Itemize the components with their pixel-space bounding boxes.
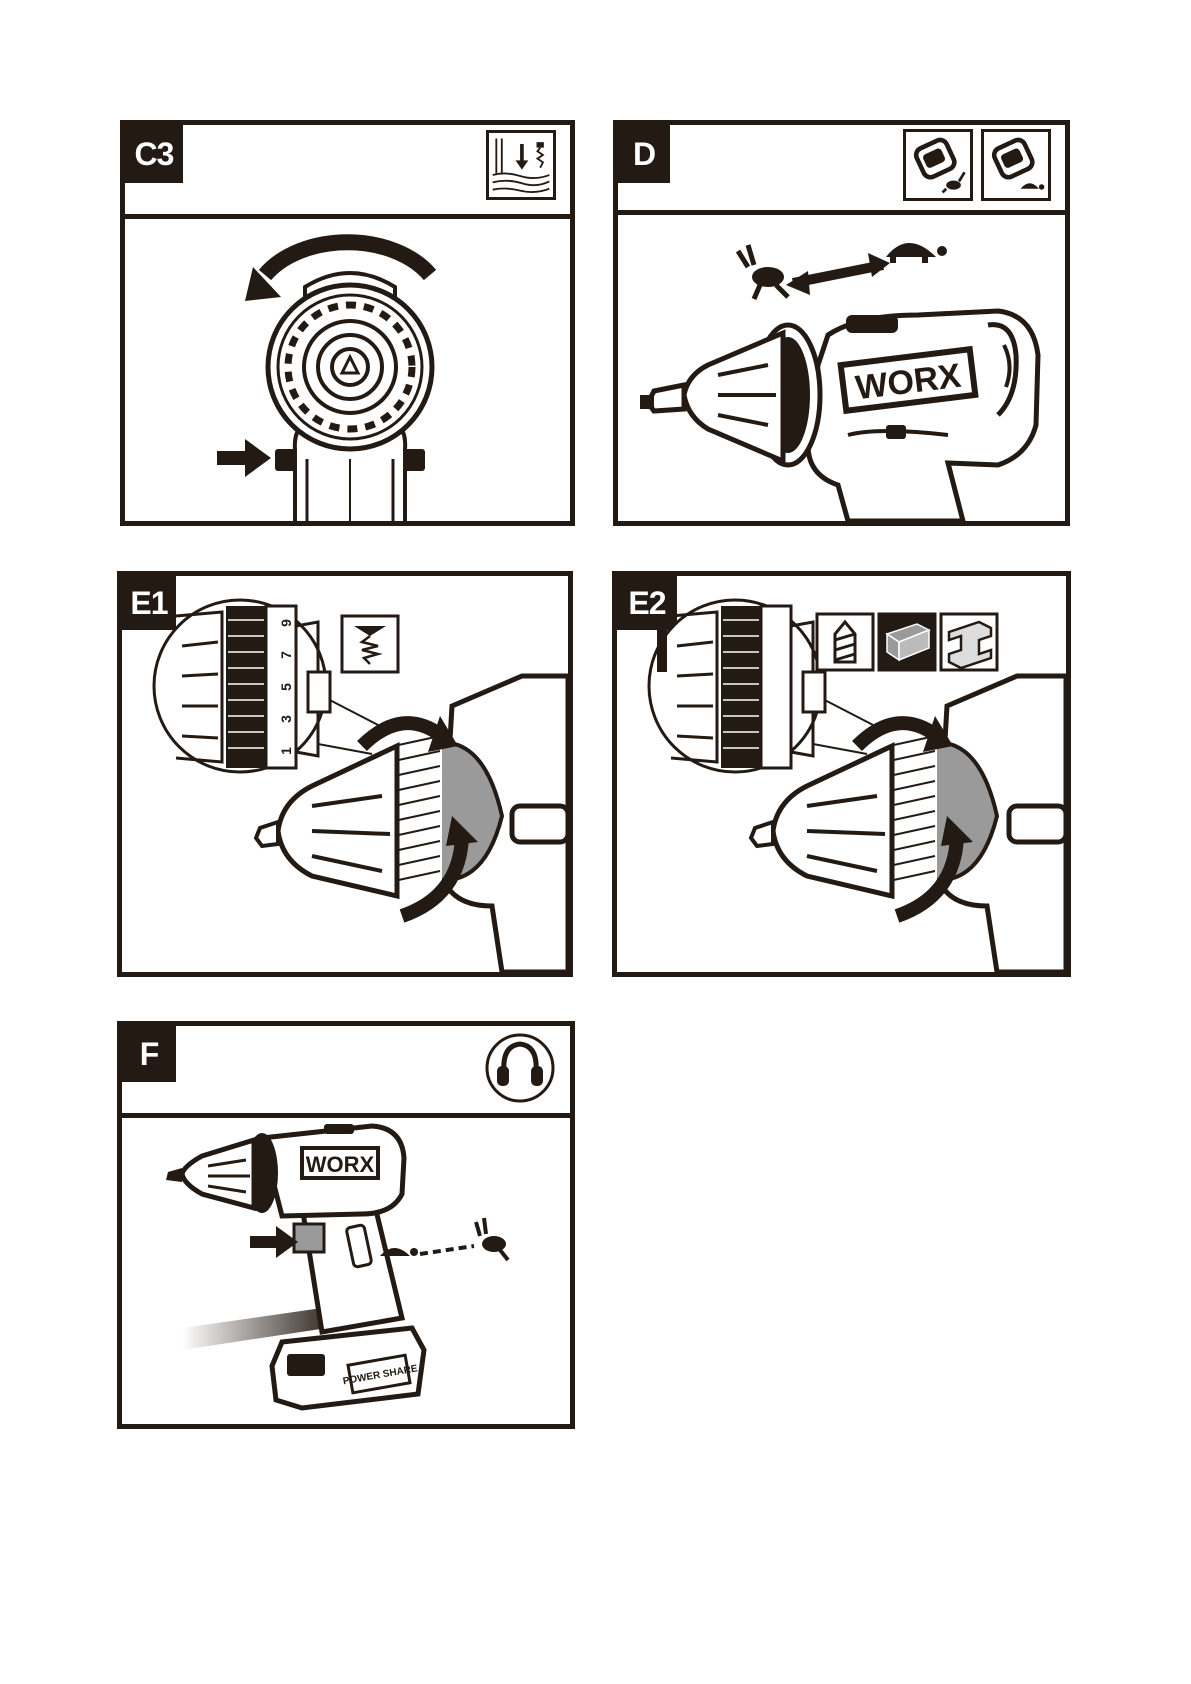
panel-label: F	[122, 1026, 176, 1082]
panel-icons	[486, 130, 556, 200]
drill-bit-icon	[817, 614, 873, 670]
clutch-number: 3	[278, 715, 294, 723]
drill-side-view-illustration: WORX	[618, 215, 1065, 521]
metal-icon	[941, 614, 997, 670]
panel-c3: C3	[120, 120, 575, 526]
screw-icon	[342, 616, 398, 672]
panel-illustration	[617, 576, 1066, 972]
panel-e1: E1	[117, 571, 573, 977]
tortoise-icon	[886, 243, 947, 263]
clutch-number: 1	[278, 747, 294, 755]
ear-protection-icon	[484, 1032, 556, 1104]
panel-d: D	[613, 120, 1070, 526]
hare-icon	[476, 1218, 508, 1260]
wood-icon	[879, 614, 935, 670]
panel-label: D	[618, 125, 670, 183]
panel-illustration: WORX	[618, 215, 1065, 521]
brand-logo: WORX	[306, 1152, 375, 1177]
panel-illustration: 1 3 5 7 9	[122, 576, 568, 972]
drill-trigger-illustration: POWER SHARE WORX	[122, 1118, 570, 1424]
high-speed-setting-icon	[903, 129, 973, 201]
panel-illustration	[125, 219, 570, 521]
screw-into-wood-icon	[486, 130, 556, 200]
drill-mode-setting-illustration	[617, 576, 1066, 972]
clutch-number: 7	[278, 651, 294, 659]
clutch-number: 9	[278, 619, 294, 627]
panel-icons	[903, 129, 1051, 201]
panel-illustration: POWER SHARE WORX	[122, 1118, 570, 1424]
panel-header: F	[122, 1026, 570, 1118]
drill-front-view-illustration	[125, 219, 570, 521]
panel-header: D	[618, 125, 1065, 215]
clutch-number: 5	[278, 683, 294, 691]
panel-icons	[484, 1032, 556, 1104]
panel-f: F	[117, 1021, 575, 1429]
low-speed-setting-icon	[981, 129, 1051, 201]
panel-e2: E2	[612, 571, 1071, 977]
drill-clutch-setting-illustration: 1 3 5 7 9	[122, 576, 568, 972]
hare-icon	[738, 245, 788, 299]
panel-header: C3	[125, 125, 570, 219]
panel-label: C3	[125, 125, 183, 183]
